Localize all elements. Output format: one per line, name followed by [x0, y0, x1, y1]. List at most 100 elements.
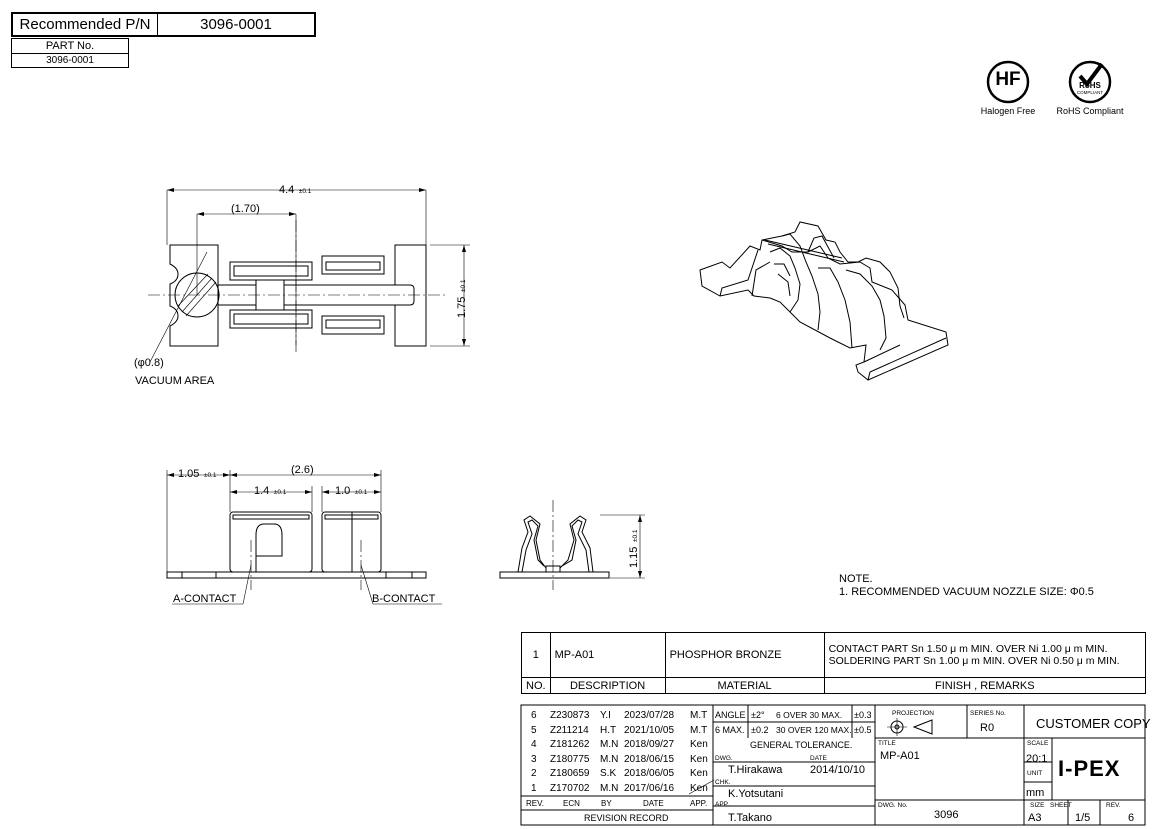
- rev-header-by: BY: [601, 799, 612, 808]
- a-contact-label: A-CONTACT: [173, 593, 237, 605]
- b-contact-label: B-CONTACT: [372, 593, 436, 605]
- revision-date: 2018/09/27: [624, 739, 675, 750]
- bom-no: 1: [521, 632, 551, 678]
- dim-left-tol: ±0.1: [203, 472, 217, 479]
- size-value: A3: [1028, 812, 1042, 824]
- series-label: SERIES No.: [970, 710, 1006, 717]
- dim-b-tol: ±0.1: [354, 489, 368, 496]
- side-view: [166, 470, 442, 605]
- size-label: SIZE: [1030, 802, 1045, 809]
- app-value: T.Takano: [728, 812, 773, 824]
- revision-ecn: Z230873: [550, 710, 590, 721]
- isometric-view: [699, 221, 949, 381]
- bom-header-row: NO. DESCRIPTION MATERIAL FINISH , REMARK…: [521, 677, 1147, 694]
- dim-pitch: (1.70): [231, 203, 260, 215]
- tol-1: ±0.3: [854, 710, 872, 720]
- projection-cone-icon: [912, 719, 933, 735]
- rohs-symbol: RoHS: [1079, 81, 1101, 90]
- revision-app: Ken: [690, 753, 708, 765]
- hf-symbol: HF: [995, 69, 1021, 90]
- note-title: NOTE.: [839, 573, 873, 585]
- dwg-label: DWG.: [715, 755, 733, 762]
- dim-a-tol: ±0.1: [273, 489, 287, 496]
- revision-rev: 3: [531, 753, 537, 765]
- app-label: APP.: [715, 801, 729, 808]
- rev-header-ecn: ECN: [563, 799, 580, 808]
- date-label: DATE: [810, 755, 827, 762]
- check-icon: [1078, 62, 1104, 88]
- revision-ecn: Z170702: [550, 782, 590, 794]
- dim-height-value: 1.75: [456, 296, 468, 318]
- revision-by: H.T: [600, 724, 617, 736]
- revision-app: Ken: [690, 739, 708, 750]
- revision-by: S.K: [600, 768, 617, 779]
- dim-overall: (2.6): [291, 464, 314, 476]
- chk-value: K.Yotsutani: [728, 788, 784, 800]
- dwg-no-label: DWG. No.: [878, 802, 908, 809]
- revision-rev: 4: [531, 739, 537, 750]
- dim-total-value: 4.4: [279, 184, 295, 196]
- recommended-pn-value: 3096-0001: [200, 16, 272, 33]
- revision-by: M.N: [600, 739, 619, 750]
- bom-header-finish: FINISH , REMARKS: [823, 677, 1147, 694]
- general-tolerance: GENERAL TOLERANCE.: [750, 740, 853, 750]
- revision-rev: 6: [531, 710, 537, 721]
- title-value: MP-A01: [880, 750, 920, 762]
- dim-a: 1.4 ±0.1: [254, 481, 286, 499]
- part-no-box: PART No. 3096-0001: [11, 38, 129, 68]
- note-line-1: 1. RECOMMENDED VACUUM NOZZLE SIZE: Φ0.5: [839, 586, 1094, 598]
- bom-header-description: DESCRIPTION: [549, 677, 666, 694]
- dim-left-value: 1.05: [178, 468, 200, 480]
- end-view: [499, 500, 645, 590]
- dwg-value: T.Hirakawa: [728, 764, 783, 776]
- revision-app: Ken: [690, 768, 708, 779]
- dim-b: 1.0 ±0.1: [335, 481, 367, 499]
- sheet-label: SHEET: [1050, 802, 1072, 809]
- chk-label: CHK.: [715, 779, 731, 786]
- angle-label: ANGLE: [715, 710, 746, 720]
- revision-date: 2021/10/05: [624, 724, 675, 736]
- ipex-logo: I-PEX: [1058, 756, 1121, 781]
- revision-rev: 1: [531, 782, 537, 794]
- vacuum-area-label: VACUUM AREA: [135, 375, 215, 387]
- bom-finish: CONTACT PART Sn 1.50 μ m MIN. OVER Ni 1.…: [823, 632, 1147, 678]
- revision-date: 2018/06/05: [624, 768, 675, 779]
- hf-circle-icon: [986, 60, 1030, 104]
- revision-by: Y.I: [600, 710, 611, 721]
- series-value: R0: [980, 722, 995, 734]
- dim-total-tol: ±0.1: [298, 188, 312, 195]
- part-no-label: PART No.: [12, 39, 128, 54]
- bom-row: 1 MP-A01 PHOSPHOR BRONZE CONTACT PART Sn…: [521, 632, 1147, 678]
- rev-header-app: APP.: [690, 799, 708, 808]
- revision-by: M.N: [600, 782, 619, 794]
- bom-description: MP-A01: [549, 632, 666, 678]
- six-over: 6 OVER 30 MAX.: [776, 710, 843, 720]
- dim-b-value: 1.0: [335, 485, 351, 497]
- bom-finish-line-2: SOLDERING PART Sn 1.00 μ m MIN. OVER Ni …: [828, 655, 1120, 667]
- scale-value: 20:1: [1026, 753, 1048, 765]
- top-view: [148, 188, 470, 363]
- sheet-value: 1/5: [1075, 812, 1091, 824]
- revision-by: M.N: [600, 753, 619, 765]
- unit-label: UNIT: [1027, 770, 1043, 777]
- revision-ecn: Z211214: [550, 724, 589, 736]
- tol-3: ±0.5: [854, 725, 872, 735]
- bom-header-material: MATERIAL: [664, 677, 825, 694]
- revision-app: M.T: [690, 710, 708, 721]
- scale-label: SCALE: [1027, 740, 1049, 747]
- bom-finish-line-1: CONTACT PART Sn 1.50 μ m MIN. OVER Ni 1.…: [828, 643, 1108, 655]
- dim-left: 1.05 ±0.1: [178, 464, 216, 482]
- revision-date: 2017/06/16: [624, 782, 675, 794]
- dim-height-tol: ±0.1: [460, 279, 467, 293]
- revision-ecn: Z180659: [550, 768, 590, 779]
- rohs-label: RoHS Compliant: [1056, 106, 1124, 116]
- halogen-free-badge: HF Halogen Free: [975, 60, 1041, 120]
- revision-date: 2023/07/28: [624, 710, 675, 721]
- rohs-sub: COMPLIANT: [1076, 90, 1104, 95]
- revision-rev: 5: [531, 724, 537, 736]
- title-block-lines: [520, 704, 1146, 826]
- thirty-over: 30 OVER 120 MAX.: [776, 725, 852, 735]
- tol-2: ±0.2: [751, 725, 769, 735]
- revision-ecn: Z181262: [550, 739, 590, 750]
